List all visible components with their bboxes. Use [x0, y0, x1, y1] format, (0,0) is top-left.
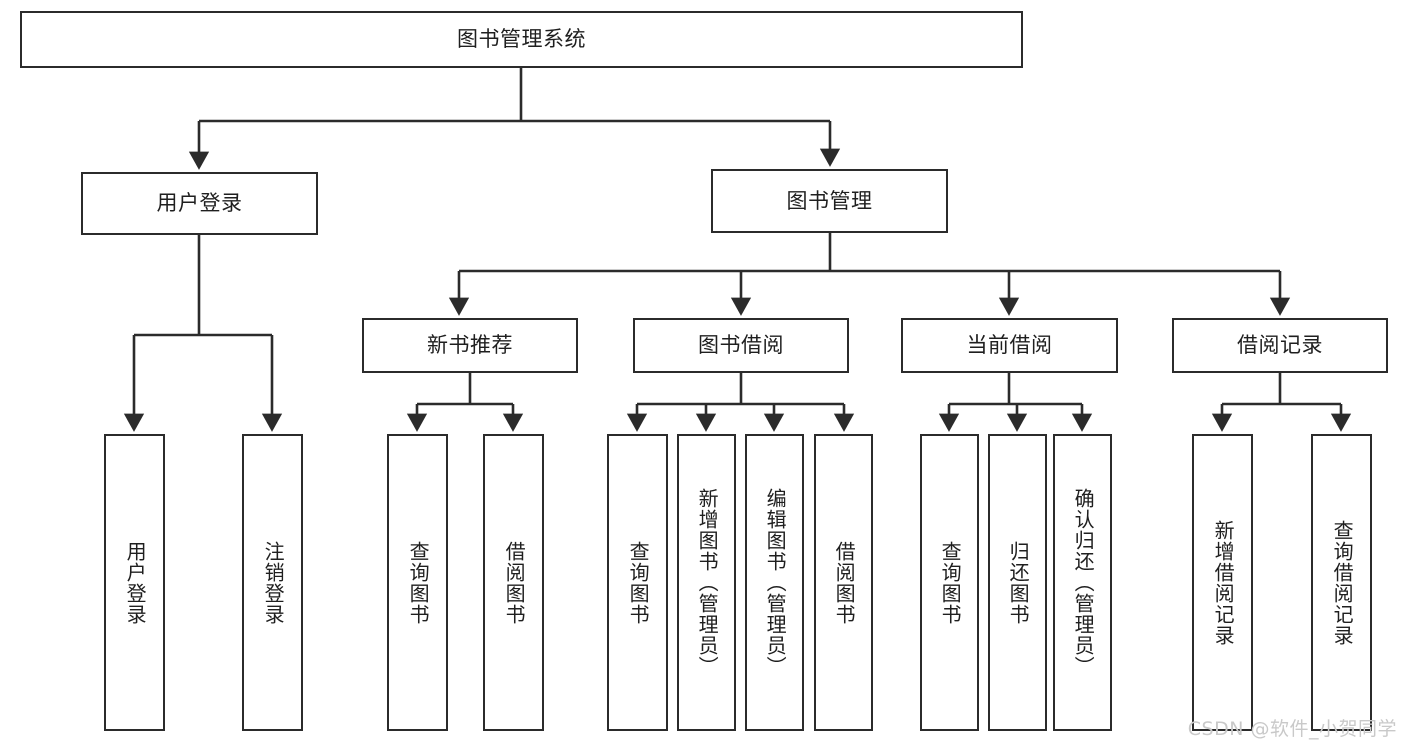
node-label: 用户登录 [156, 191, 243, 216]
node-label: 新书推荐 [427, 333, 513, 358]
node-label: 查询图书 [938, 540, 963, 625]
node-label: 当前借阅 [966, 333, 1053, 358]
node-root-system[interactable]: 图书管理系统 [20, 11, 1023, 68]
leaf-newbook-borrow-book[interactable]: 借阅图书 [483, 434, 544, 731]
node-user-login[interactable]: 用户登录 [81, 172, 318, 235]
node-label: 查询借阅记录 [1330, 519, 1355, 646]
node-label: 图书管理 [786, 188, 873, 213]
node-label: 图书借阅 [698, 333, 784, 358]
node-label: 确认归还（管理员） [1071, 488, 1096, 677]
node-label: 借阅图书 [502, 540, 527, 625]
node-label: 用户登录 [123, 540, 148, 625]
leaf-borrow-borrow-book[interactable]: 借阅图书 [814, 434, 873, 731]
node-label: 归还图书 [1006, 540, 1031, 625]
node-label: 编辑图书（管理员） [763, 488, 788, 677]
node-label: 注销登录 [261, 540, 286, 625]
leaf-borrow-add-book-admin[interactable]: 新增图书（管理员） [677, 434, 736, 731]
leaf-current-return-book[interactable]: 归还图书 [988, 434, 1047, 731]
leaf-record-query-record[interactable]: 查询借阅记录 [1311, 434, 1372, 731]
leaf-borrow-query-book[interactable]: 查询图书 [607, 434, 668, 731]
node-new-book-recommend[interactable]: 新书推荐 [362, 318, 578, 373]
node-label: 借阅记录 [1237, 333, 1323, 358]
leaf-current-query-book[interactable]: 查询图书 [920, 434, 979, 731]
node-label: 新增图书（管理员） [695, 488, 720, 677]
node-book-management[interactable]: 图书管理 [711, 169, 948, 233]
leaf-newbook-query-book[interactable]: 查询图书 [387, 434, 448, 731]
leaf-user-login[interactable]: 用户登录 [104, 434, 165, 731]
node-book-borrow[interactable]: 图书借阅 [633, 318, 849, 373]
node-label: 查询图书 [406, 540, 431, 625]
node-current-borrow[interactable]: 当前借阅 [901, 318, 1118, 373]
node-label: 新增借阅记录 [1211, 519, 1236, 646]
watermark: CSDN @软件_小贺同学 [1187, 718, 1397, 740]
node-label: 借阅图书 [832, 540, 857, 625]
leaf-current-confirm-return-admin[interactable]: 确认归还（管理员） [1053, 434, 1112, 731]
node-borrow-record[interactable]: 借阅记录 [1172, 318, 1388, 373]
leaf-logout[interactable]: 注销登录 [242, 434, 303, 731]
leaf-borrow-edit-book-admin[interactable]: 编辑图书（管理员） [745, 434, 804, 731]
node-label: 查询图书 [626, 540, 651, 625]
leaf-record-add-record[interactable]: 新增借阅记录 [1192, 434, 1253, 731]
node-label: 图书管理系统 [457, 27, 586, 52]
